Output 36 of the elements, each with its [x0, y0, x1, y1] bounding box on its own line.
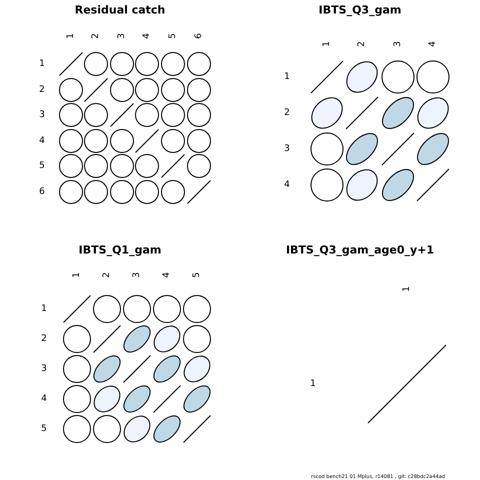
column-number: 4	[428, 41, 438, 47]
row-number: 1	[39, 59, 45, 69]
row-number: 5	[39, 161, 45, 171]
row-number: 6	[39, 187, 45, 197]
row-number: 1	[284, 72, 290, 82]
row-number: 5	[41, 424, 47, 434]
column-number: 3	[117, 33, 127, 39]
column-number: 2	[91, 33, 101, 39]
column-number: 2	[102, 272, 112, 278]
column-number: 4	[162, 272, 172, 278]
column-number: 4	[142, 33, 152, 39]
column-number: 1	[402, 286, 412, 292]
panel-title: Residual catch	[74, 4, 166, 16]
column-number: 1	[322, 41, 332, 47]
panel-title: IBTS_Q3_gam	[318, 4, 402, 16]
panel-title: IBTS_Q1_gam	[78, 244, 162, 256]
row-number: 3	[284, 144, 290, 154]
column-number: 1	[66, 33, 76, 39]
row-number: 4	[284, 180, 290, 190]
column-number: 3	[132, 272, 142, 278]
panel-title: IBTS_Q3_gam_age0_y+1	[286, 244, 434, 256]
column-number: 2	[357, 41, 367, 47]
column-number: 5	[168, 33, 178, 39]
column-number: 3	[393, 41, 403, 47]
row-number: 3	[39, 110, 45, 120]
row-number: 3	[41, 364, 47, 374]
column-number: 1	[72, 272, 82, 278]
column-number: 6	[194, 33, 204, 39]
row-number: 1	[310, 379, 316, 389]
row-number: 4	[39, 136, 45, 146]
row-number: 2	[284, 108, 290, 118]
column-number: 5	[192, 272, 202, 278]
row-number: 1	[41, 304, 47, 314]
row-number: 2	[39, 85, 45, 95]
row-number: 4	[41, 394, 47, 404]
row-number: 2	[41, 334, 47, 344]
